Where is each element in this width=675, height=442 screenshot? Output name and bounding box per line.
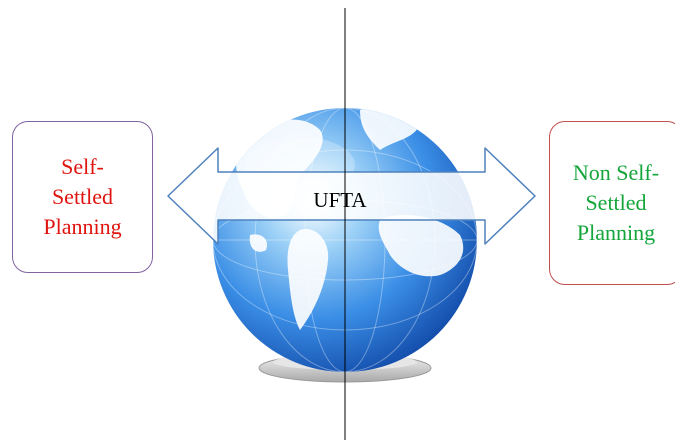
non-self-settled-planning-label: Non Self-Settled Planning	[572, 160, 660, 245]
self-settled-planning-label: Self-Settled Planning	[43, 154, 122, 239]
ufta-label: UFTA	[313, 188, 367, 212]
self-settled-planning-box: Self-Settled Planning	[12, 121, 153, 273]
non-self-settled-planning-box: Non Self-Settled Planning	[549, 121, 675, 285]
double-arrow	[167, 147, 536, 245]
